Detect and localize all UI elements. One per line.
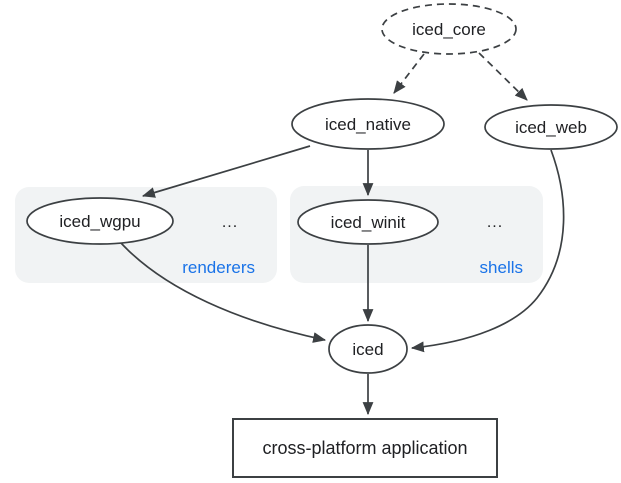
shells-group-label: shells bbox=[480, 258, 523, 277]
node-iced-winit-label: iced_winit bbox=[331, 213, 406, 232]
node-application-box bbox=[232, 418, 498, 478]
edge-native-to-wgpu bbox=[141, 145, 311, 198]
node-iced-wgpu bbox=[26, 197, 174, 245]
shells-ellipsis: ... bbox=[487, 214, 503, 231]
node-iced-label: iced bbox=[352, 340, 383, 359]
node-iced-core-label: iced_core bbox=[412, 20, 486, 39]
node-iced-wgpu-label: iced_wgpu bbox=[59, 212, 140, 231]
edge-core-to-native bbox=[393, 53, 425, 94]
edge-web-to-iced bbox=[410, 149, 565, 353]
node-iced-core bbox=[381, 3, 517, 55]
node-iced-native-label: iced_native bbox=[325, 115, 411, 134]
node-iced-web bbox=[484, 104, 618, 150]
renderers-group-label: renderers bbox=[182, 258, 255, 277]
edge-wgpu-to-iced bbox=[120, 242, 327, 343]
node-application-label: cross-platform application bbox=[262, 438, 467, 458]
node-iced-native bbox=[291, 98, 445, 150]
edge-core-to-web bbox=[478, 52, 528, 101]
node-iced-winit bbox=[297, 199, 439, 245]
node-iced-web-label: iced_web bbox=[515, 118, 587, 137]
node-iced bbox=[328, 324, 408, 374]
renderers-ellipsis: ... bbox=[222, 214, 238, 231]
